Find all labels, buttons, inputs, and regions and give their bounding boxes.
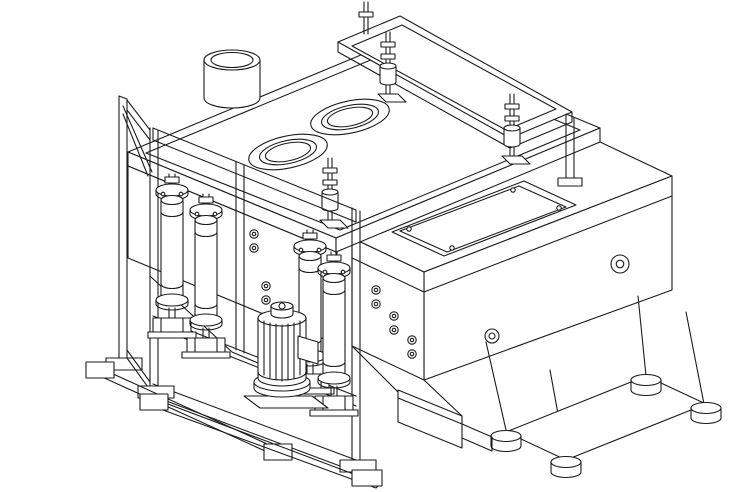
deck-right-band [336, 128, 600, 252]
screen-box [352, 142, 722, 479]
motor-top-cap-face [271, 302, 293, 310]
clamp-rod-top [359, 2, 373, 34]
frame-bottom-rail [153, 384, 356, 472]
access-door [392, 181, 576, 256]
screen-box-base [486, 296, 706, 460]
frame-post-back-left [106, 96, 142, 370]
machine-foot [690, 401, 722, 425]
machine-foot [630, 373, 662, 397]
motor-junction-box [298, 336, 318, 364]
machine-foot [550, 455, 582, 479]
lifting-lug-right [611, 255, 629, 273]
deck-inner-border [146, 52, 580, 230]
drive-motor [244, 302, 328, 408]
screen-box-rim-band [352, 196, 672, 292]
frame-diagonal-gusset [123, 106, 152, 176]
lifting-lug-lower [485, 329, 499, 343]
frame-side-connectors [127, 100, 150, 390]
clamp-frame-inner [352, 25, 556, 130]
clamp-frame-rear-post [558, 114, 582, 186]
base-skid-front [140, 394, 382, 488]
frame-post-front-right [340, 208, 376, 472]
inlet-port [204, 50, 260, 108]
motor-shaft-icon [279, 303, 285, 309]
frame-post-middle [236, 162, 244, 353]
machine-foot [490, 429, 522, 453]
frame-top-rail [153, 128, 356, 222]
